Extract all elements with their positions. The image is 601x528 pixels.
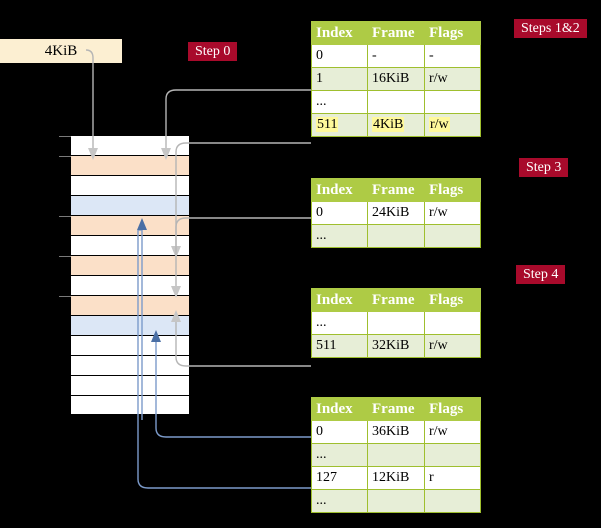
table-row: 0-- [311, 44, 481, 68]
badge-step-3: Step 3 [519, 158, 569, 177]
table-row: ... [311, 90, 481, 114]
cell-index: 0 [311, 201, 368, 225]
cell-frame [367, 443, 425, 467]
memory-tick-mark [59, 256, 71, 257]
cell-flags [424, 443, 481, 467]
memory-tick-mark [59, 156, 71, 157]
column-header-index: Index [311, 178, 368, 202]
cell-index: 1 [311, 67, 368, 91]
column-header-flags: Flags [424, 21, 481, 45]
table-row: ... [311, 489, 481, 513]
cell-index: 0 [311, 44, 368, 68]
column-header-flags: Flags [424, 288, 481, 312]
cell-flags [424, 224, 481, 248]
cell-frame: 12KiB [367, 466, 425, 490]
memory-frame-row [59, 155, 190, 175]
cell-index: ... [311, 224, 368, 248]
frame-size-label: 4KiB [0, 39, 122, 63]
cell-frame [367, 224, 425, 248]
cell-flags: r/w [424, 334, 481, 358]
cell-frame: - [367, 44, 425, 68]
memory-frame-row [70, 375, 190, 395]
memory-frame-row [70, 355, 190, 375]
column-header-frame: Frame [367, 397, 425, 421]
column-header-frame: Frame [367, 288, 425, 312]
cell-frame [367, 90, 425, 114]
cell-frame: 24KiB [367, 201, 425, 225]
cell-flags: - [424, 44, 481, 68]
memory-tick-mark [59, 136, 71, 137]
cell-flags [424, 311, 481, 335]
memory-frame-row [70, 335, 190, 355]
cell-flags [424, 90, 481, 114]
physical-memory-column [59, 135, 190, 415]
memory-frame-row [59, 135, 190, 155]
cell-frame: 36KiB [367, 420, 425, 444]
cell-index: ... [311, 90, 368, 114]
column-header-frame: Frame [367, 178, 425, 202]
cell-index: ... [311, 443, 368, 467]
column-header-frame: Frame [367, 21, 425, 45]
memory-frame-row [70, 175, 190, 195]
badge-steps-1-2: Steps 1&2 [514, 19, 587, 38]
cell-flags [424, 489, 481, 513]
cell-flags: r/w [424, 113, 481, 137]
cell-frame: 32KiB [367, 334, 425, 358]
cell-flags: r [424, 466, 481, 490]
column-header-flags: Flags [424, 178, 481, 202]
cell-frame: 16KiB [367, 67, 425, 91]
table-row: ... [311, 224, 481, 248]
cell-frame [367, 489, 425, 513]
memory-frame-row [59, 295, 190, 315]
cell-index: ... [311, 489, 368, 513]
badge-step-4: Step 4 [516, 265, 566, 284]
cell-flags: r/w [424, 67, 481, 91]
column-header-index: Index [311, 288, 368, 312]
memory-frame-row [70, 395, 190, 415]
table-row: ... [311, 443, 481, 467]
badge-step-0: Step 0 [188, 42, 238, 61]
cell-frame: 4KiB [367, 113, 425, 137]
column-header-index: Index [311, 21, 368, 45]
cell-index: ... [311, 311, 368, 335]
column-header-flags: Flags [424, 397, 481, 421]
memory-frame-row [70, 195, 190, 215]
memory-frame-row [70, 315, 190, 335]
memory-frame-row [70, 235, 190, 255]
memory-tick-mark [59, 216, 71, 217]
cell-index: 511 [311, 113, 368, 137]
cell-index: 511 [311, 334, 368, 358]
memory-tick-mark [59, 296, 71, 297]
cell-index: 0 [311, 420, 368, 444]
memory-frame-row [59, 215, 190, 235]
column-header-index: Index [311, 397, 368, 421]
cell-flags: r/w [424, 201, 481, 225]
memory-frame-row [59, 255, 190, 275]
cell-frame [367, 311, 425, 335]
memory-frame-row [70, 275, 190, 295]
cell-flags: r/w [424, 420, 481, 444]
cell-index: 127 [311, 466, 368, 490]
table-row: ... [311, 311, 481, 335]
